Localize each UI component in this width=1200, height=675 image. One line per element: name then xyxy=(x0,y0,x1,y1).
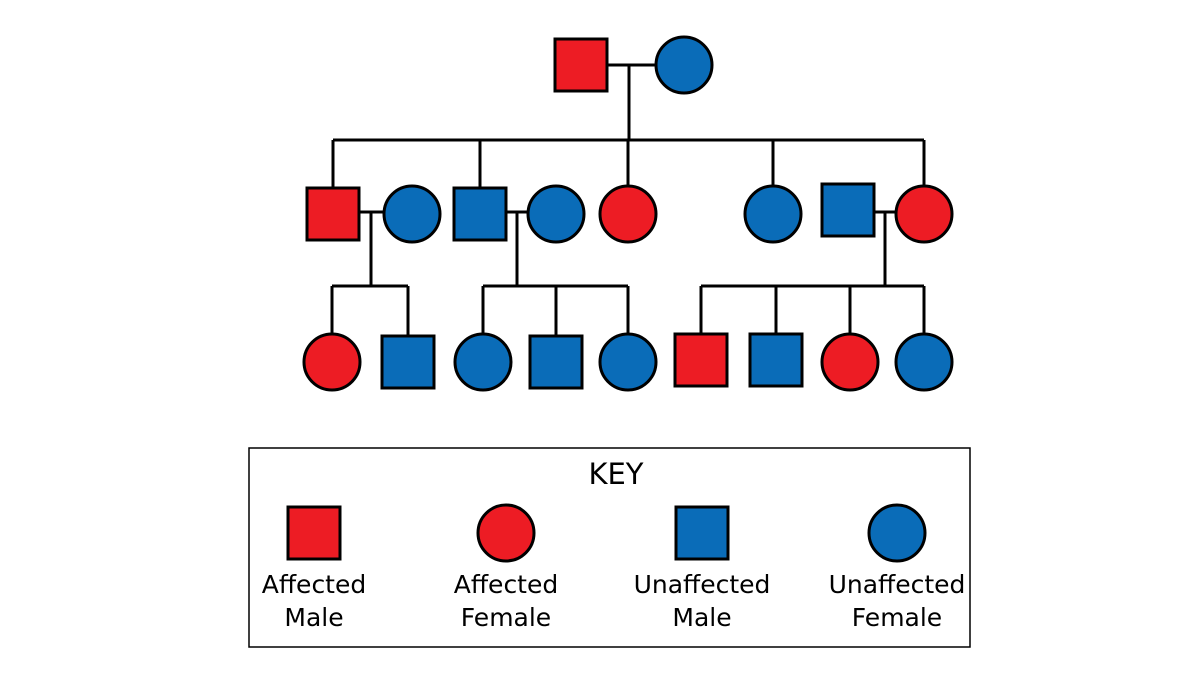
key-affected-female-label-line1: Affected xyxy=(454,570,559,599)
affected-female-g3-c3-circle xyxy=(820,332,880,392)
unaffected-female-g3-b3-circle xyxy=(598,332,658,392)
unaffected-female-g2-daughter-2-circle xyxy=(743,184,803,244)
key-border xyxy=(248,447,971,648)
key-affected-male-square xyxy=(286,505,342,561)
affected-female-g2-daughter-1-circle xyxy=(598,184,658,244)
key-unaffected-female-label-line2: Female xyxy=(852,603,942,632)
unaffected-female-g1-mother-circle xyxy=(654,35,714,95)
key-affected-male-label-line1: Affected xyxy=(262,570,367,599)
key-unaffected-female-label-line1: Unaffected xyxy=(829,570,966,599)
key-unaffected-male-label-line1: Unaffected xyxy=(634,570,771,599)
key-affected-female-label-line2: Female xyxy=(461,603,551,632)
affected-male-g3-c1-square xyxy=(673,332,729,388)
unaffected-female-g2-son-2-spouse-circle xyxy=(526,184,586,244)
key-unaffected-male-square xyxy=(674,505,730,561)
unaffected-female-g2-son-1-spouse-circle xyxy=(382,184,442,244)
key-unaffected-male-label-line2: Male xyxy=(672,603,731,632)
unaffected-female-g3-c4-circle xyxy=(894,332,954,392)
unaffected-male-g2-son-2-square xyxy=(452,186,508,242)
pedigree-people xyxy=(302,35,954,392)
unaffected-male-g3-b2-square xyxy=(528,334,584,390)
pedigree-lines xyxy=(330,63,926,336)
affected-male-g1-father-square xyxy=(553,37,609,93)
unaffected-male-g2-daughter-3-spouse-square xyxy=(820,182,876,238)
affected-female-g2-daughter-3-circle xyxy=(894,184,954,244)
key-unaffected-female-circle xyxy=(867,503,927,563)
unaffected-male-g3-a2-square xyxy=(380,334,436,390)
unaffected-male-g3-c2-square xyxy=(748,332,804,388)
key-affected-female-circle xyxy=(476,503,536,563)
key-title: KEY xyxy=(588,457,643,491)
key-affected-male-label-line2: Male xyxy=(284,603,343,632)
affected-male-g2-son-1-square xyxy=(305,186,361,242)
affected-female-g3-a1-circle xyxy=(302,332,362,392)
unaffected-female-g3-b1-circle xyxy=(453,332,513,392)
